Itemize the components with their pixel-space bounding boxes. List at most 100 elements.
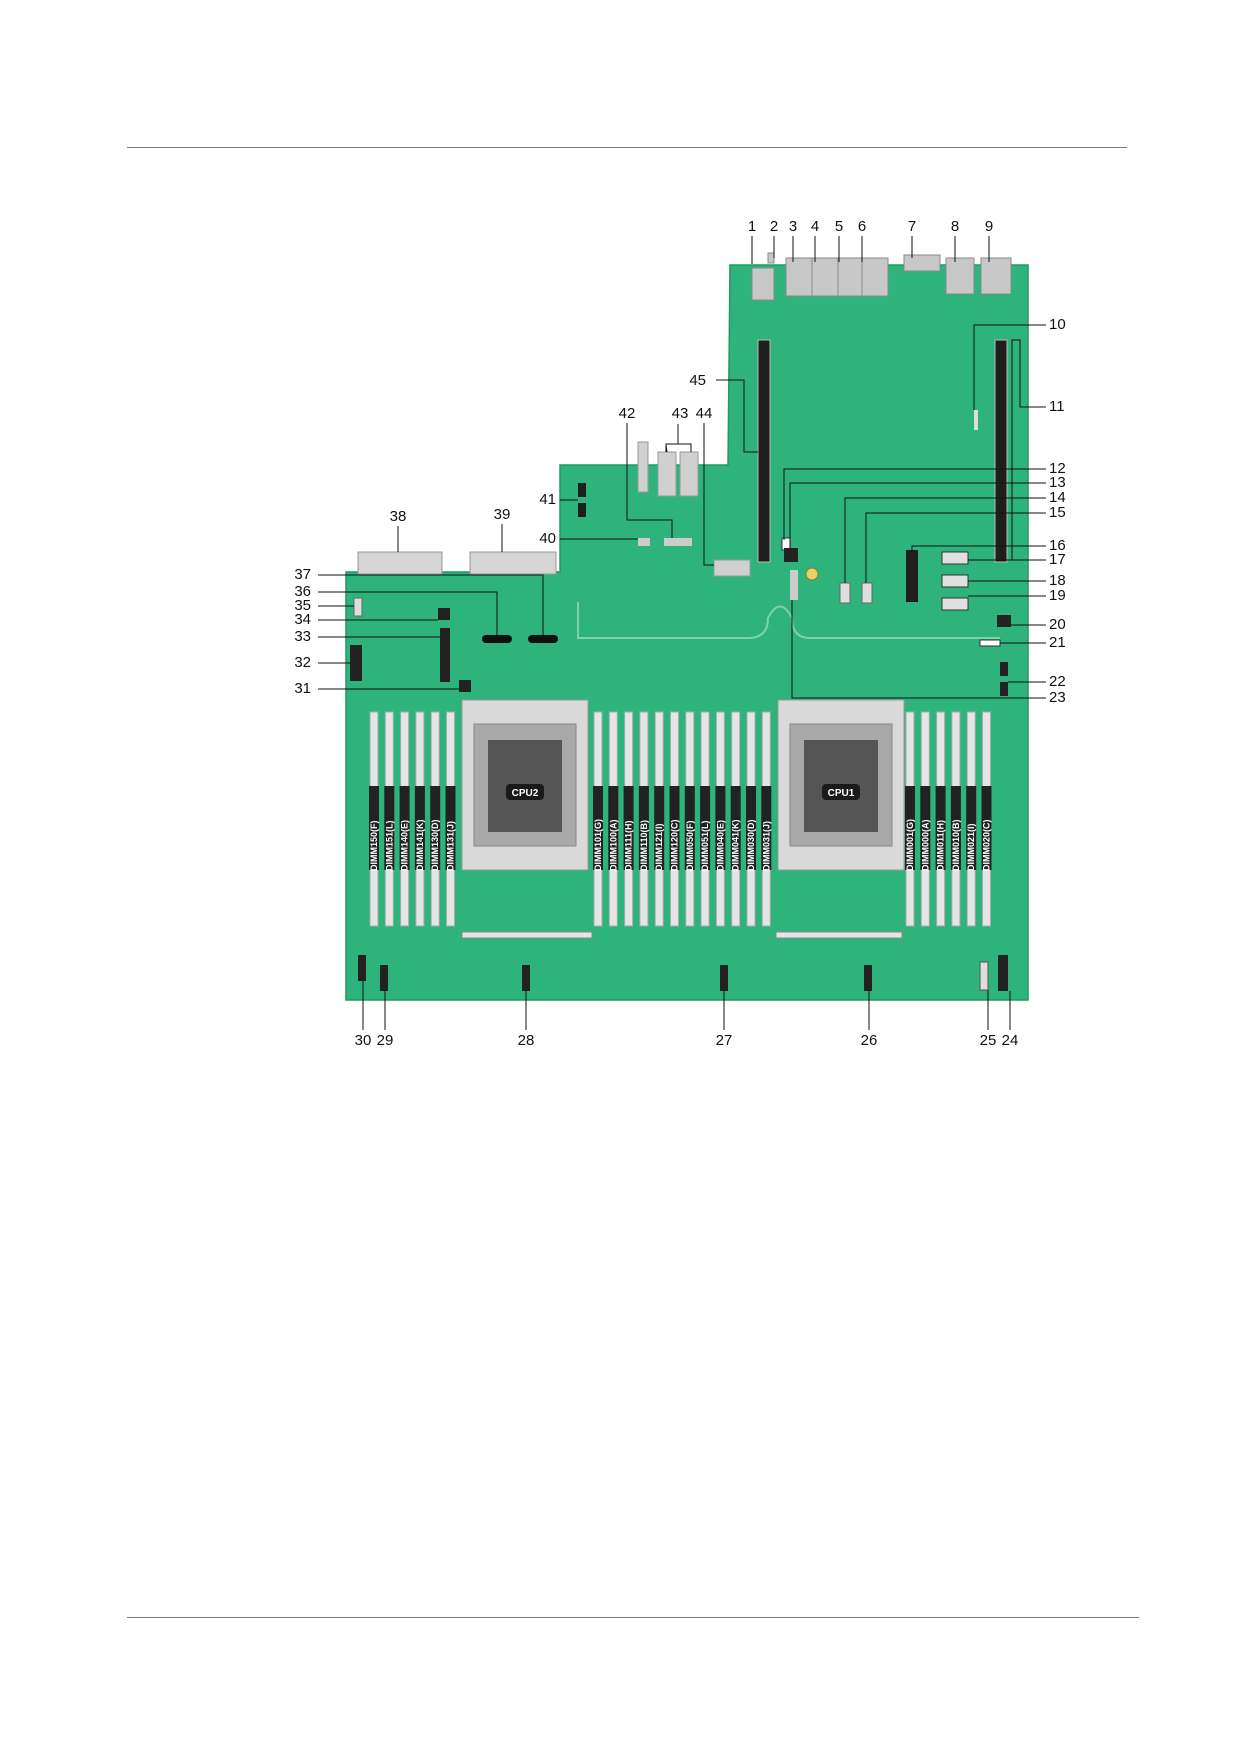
dimm-module bbox=[761, 786, 772, 870]
rear-io-connector bbox=[785, 257, 813, 297]
rear-io-connector bbox=[811, 257, 839, 297]
callout-number: 26 bbox=[861, 1032, 878, 1049]
header bbox=[1000, 682, 1008, 696]
callout-number: 27 bbox=[716, 1032, 733, 1049]
callout-line bbox=[791, 600, 1046, 699]
dimm-label: DIMM051(L) bbox=[700, 820, 710, 871]
dimm-module bbox=[608, 786, 619, 870]
fan-header bbox=[941, 597, 969, 611]
header bbox=[350, 645, 362, 681]
sata-connector bbox=[861, 582, 873, 604]
dimm-module bbox=[430, 786, 441, 870]
rear-io-connector bbox=[980, 257, 1012, 295]
rear-io-connector bbox=[751, 267, 775, 301]
callout-number: 16 bbox=[1049, 537, 1066, 554]
power-header bbox=[438, 608, 450, 620]
dimm-module bbox=[715, 786, 726, 870]
ocp-connector bbox=[357, 551, 443, 575]
rear-io-connector bbox=[861, 257, 889, 297]
dimm-module bbox=[593, 786, 603, 870]
callout-line bbox=[626, 423, 673, 538]
callout-number: 4 bbox=[811, 218, 819, 235]
callout-number: 1 bbox=[748, 218, 756, 235]
dimm-label: DIMM000(A) bbox=[920, 819, 930, 871]
rear-io-connector bbox=[903, 254, 941, 272]
callout-number: 23 bbox=[1049, 689, 1066, 706]
callout-number: 21 bbox=[1049, 634, 1066, 651]
fan-header bbox=[941, 551, 969, 565]
dimm-module bbox=[669, 786, 680, 870]
dimm-module bbox=[414, 786, 425, 870]
dimm-label: DIMM031(J) bbox=[761, 821, 771, 871]
dimm-module bbox=[981, 786, 992, 870]
power-header bbox=[997, 615, 1011, 627]
ocp-connector bbox=[469, 551, 557, 575]
callout-line bbox=[865, 512, 1046, 583]
callout-number: 34 bbox=[294, 611, 311, 628]
callout-number: 36 bbox=[294, 583, 311, 600]
rear-io-connector bbox=[945, 257, 975, 295]
dimm-module bbox=[920, 786, 931, 870]
callout-number: 17 bbox=[1049, 551, 1066, 568]
rear-io-connector bbox=[837, 257, 863, 297]
callout-number: 41 bbox=[539, 491, 556, 508]
callout-number: 30 bbox=[355, 1032, 372, 1049]
riser-connector bbox=[657, 451, 677, 497]
rear-io-connector bbox=[767, 252, 775, 264]
dimm-label: DIMM110(B) bbox=[639, 820, 649, 871]
dimm-module bbox=[700, 786, 711, 870]
dimm-module bbox=[905, 786, 915, 870]
small-connector bbox=[974, 410, 978, 430]
dimm-label: DIMM131(J) bbox=[446, 821, 456, 871]
power-header bbox=[459, 680, 471, 692]
dimm-label: DIMM040(E) bbox=[715, 820, 725, 871]
header-rule bbox=[127, 147, 1127, 148]
tpm-connector bbox=[713, 559, 751, 577]
header bbox=[353, 597, 363, 617]
callout-number: 43 bbox=[672, 405, 689, 422]
dimm-module bbox=[966, 786, 977, 870]
dimm-label: DIMM121(I) bbox=[654, 823, 664, 871]
power-header bbox=[784, 548, 798, 562]
callout-number: 7 bbox=[908, 218, 916, 235]
dimm-label: DIMM111(H) bbox=[624, 820, 634, 871]
power-connector bbox=[440, 628, 450, 682]
fan-connector bbox=[864, 965, 872, 991]
dimm-label: DIMM020(C) bbox=[982, 819, 992, 871]
callout-line bbox=[1011, 339, 1046, 560]
callout-line bbox=[318, 574, 544, 635]
callout-number: 19 bbox=[1049, 587, 1066, 604]
callout-number: 12 bbox=[1049, 460, 1066, 477]
cpu-label: CPU1 bbox=[828, 788, 855, 799]
header bbox=[638, 538, 650, 546]
dimm-module bbox=[399, 786, 410, 870]
header bbox=[979, 639, 1001, 647]
dimm-module bbox=[623, 786, 634, 870]
fan-header bbox=[941, 574, 969, 588]
callout-line bbox=[716, 379, 758, 453]
callout-line bbox=[789, 482, 1046, 548]
callout-number: 6 bbox=[858, 218, 866, 235]
header bbox=[664, 538, 692, 546]
callout-number: 42 bbox=[619, 405, 636, 422]
callout-number: 8 bbox=[951, 218, 959, 235]
pcie-slot bbox=[994, 339, 1008, 563]
header bbox=[998, 955, 1008, 991]
fan-connector bbox=[522, 965, 530, 991]
dimm-module bbox=[384, 786, 395, 870]
callout-number: 13 bbox=[1049, 474, 1066, 491]
board-trace bbox=[577, 602, 1000, 639]
callout-number: 31 bbox=[294, 680, 311, 697]
riser-connector bbox=[679, 451, 699, 497]
callout-number: 40 bbox=[539, 530, 556, 547]
callout-number: 32 bbox=[294, 654, 311, 671]
dimm-label: DIMM150(F) bbox=[369, 820, 379, 871]
callout-bracket bbox=[665, 443, 692, 452]
dimm-label: DIMM021(I) bbox=[966, 823, 976, 871]
callout-number: 18 bbox=[1049, 572, 1066, 589]
callout-number: 3 bbox=[789, 218, 797, 235]
dimm-label: DIMM041(K) bbox=[731, 819, 741, 871]
dimm-label: DIMM050(F) bbox=[685, 820, 695, 871]
dimm-label: DIMM151(L) bbox=[384, 820, 394, 871]
